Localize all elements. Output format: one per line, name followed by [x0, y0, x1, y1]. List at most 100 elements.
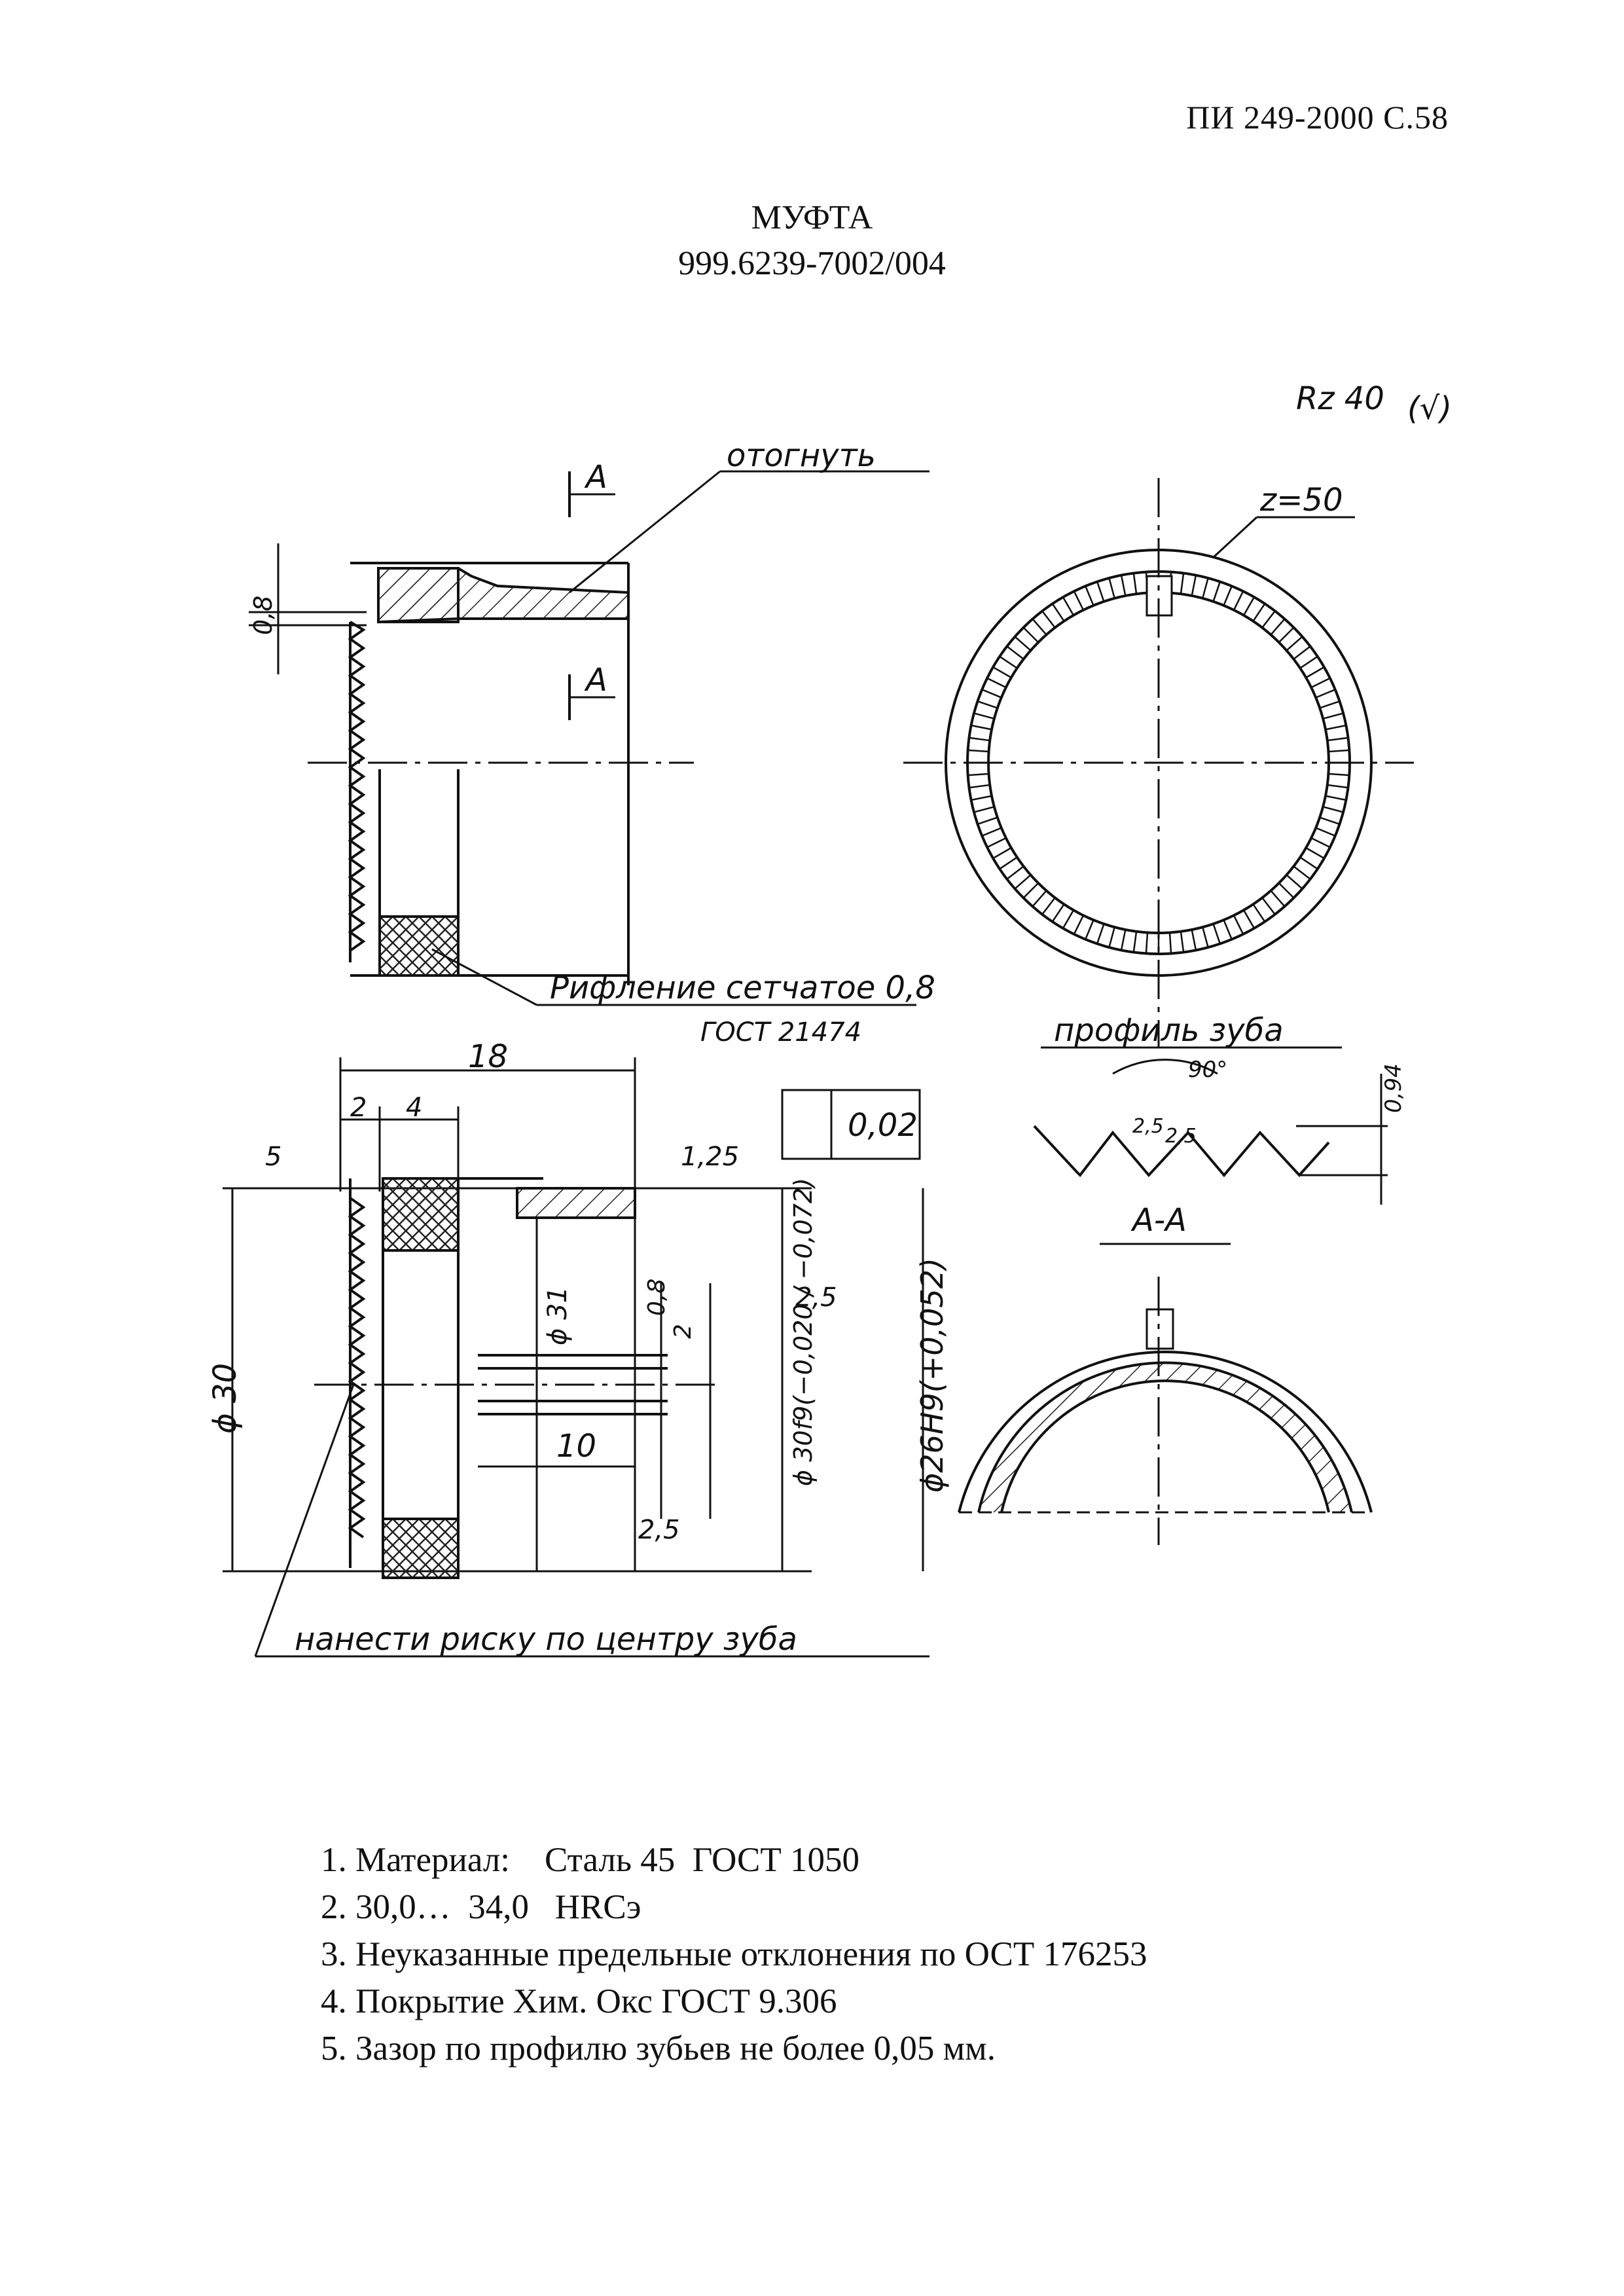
ring-tooth-line [1315, 827, 1336, 837]
teeth-count: z=50 [1259, 482, 1343, 519]
label-knurl: Рифление сетчатое 0,8 [550, 970, 935, 1006]
ring-tooth-line [1120, 575, 1127, 596]
dim-phi-31: ϕ 31 [543, 1286, 573, 1345]
ring-tooth-line [1261, 610, 1276, 629]
part-title: МУФТА [751, 199, 873, 236]
ring-tooth-line [1305, 847, 1325, 860]
dim-phi-30-f9: ϕ 30f9(−0,020 / −0,072) [789, 1178, 818, 1486]
ring-tooth-line [1062, 909, 1075, 929]
ring-tooth-line [1191, 929, 1197, 951]
ring-tooth-line [1252, 903, 1266, 922]
ring-tooth-line [1096, 581, 1105, 602]
ring-tooth-line [973, 806, 995, 813]
note-2: 2. 30,0… 34,0 HRCэ [321, 1888, 641, 1926]
side-view-top [249, 470, 929, 1006]
ring-tooth-line [1073, 915, 1085, 935]
ring-tooth-line [992, 847, 1012, 860]
note-4: 4. Покрытие Хим. Окс ГОСТ 9.306 [321, 1982, 837, 2020]
ring-tooth-line [1319, 700, 1340, 709]
ring-tooth-line [967, 773, 989, 776]
ring-tooth-line [971, 724, 992, 731]
ring-tooth-line [1328, 749, 1350, 753]
ring-view [903, 478, 1414, 1048]
ring-tooth-line [1132, 573, 1138, 594]
ring-tooth-line [1120, 929, 1127, 951]
section-a-a [958, 1243, 1373, 1545]
ring-tooth-line [1212, 581, 1221, 602]
ring-tooth-line [1212, 923, 1221, 944]
dim-2b: 2 [670, 1324, 696, 1339]
profile-r1: 2,5 [1132, 1115, 1164, 1138]
document-number: ПИ 249-2000 С.58 [1186, 99, 1449, 136]
ring-tooth-line [1233, 915, 1244, 935]
ring-tooth-line [1006, 866, 1024, 880]
ring-tooth-line [1051, 903, 1065, 922]
ring-tooth-line [1252, 603, 1266, 622]
ring-tooth-line [1286, 636, 1303, 651]
ring-tooth-line [1022, 627, 1039, 644]
ring-tooth-line [1325, 724, 1346, 731]
tolerance-value: 0,02 [848, 1107, 918, 1144]
section-view [223, 1057, 929, 1658]
ring-tooth-line [1293, 646, 1311, 660]
ring-tooth-line [986, 837, 1007, 848]
ring-tooth-line [1270, 618, 1286, 636]
roughness-mark: Rz 40 [1296, 380, 1384, 417]
ring-tooth-line [999, 856, 1018, 870]
ring-tooth-line [971, 795, 992, 801]
label-mark-tooth-center: нанести риску по центру зуба [295, 1621, 797, 1658]
label-knurl-gost: ГОСТ 21474 [700, 1017, 861, 1048]
ring-tooth-line [986, 677, 1007, 689]
ring-tooth-line [1327, 784, 1348, 789]
dim-4: 4 [406, 1093, 422, 1123]
ring-tooth-line [1327, 737, 1348, 742]
label-bend: отогнуть [727, 437, 876, 474]
roughness-paren: (√) [1407, 390, 1452, 427]
roughness-2-5b: 2,5 [638, 1515, 680, 1545]
ring-tooth-line [1261, 897, 1276, 915]
ring-tooth-line [1233, 591, 1244, 611]
roughness-1-25: 1,25 [681, 1142, 739, 1172]
note-5: 5. Зазор по профилю зубьев не более 0,05… [321, 2030, 996, 2068]
note-3: 3. Неуказанные предельные отклонения по … [321, 1935, 1147, 1973]
ring-tooth-line [1242, 909, 1255, 929]
dim-phi-26-h9: ϕ26H9(+0,052) [914, 1258, 950, 1493]
ring-tooth-line [1242, 596, 1255, 616]
note-1: 1. Материал: Сталь 45 ГОСТ 1050 [321, 1841, 860, 1879]
ring-tooth-line [1286, 874, 1303, 890]
ring-tooth-line [973, 712, 995, 720]
ring-tooth-line [969, 737, 990, 742]
ring-tooth-line [1325, 795, 1346, 801]
ring-tooth-line [1322, 806, 1344, 813]
ring-tooth-line [1328, 773, 1350, 776]
ring-tooth-line [1168, 932, 1172, 954]
part-code: 999.6239-7002/004 [678, 245, 946, 282]
profile-angle: 90° [1188, 1057, 1227, 1083]
ring-tooth-line [1223, 919, 1233, 940]
ring-tooth-line [1310, 677, 1331, 689]
ring-tooth-line [1006, 646, 1024, 660]
ring-tooth-line [1014, 874, 1032, 890]
ring-tooth-line [1085, 919, 1094, 940]
dim-thickness: 0,8 [249, 596, 278, 635]
ring-tooth-line [1032, 618, 1047, 636]
ring-tooth-line [1191, 575, 1197, 596]
ring-tooth-line [1051, 603, 1065, 622]
ring-tooth-line [1062, 596, 1075, 616]
ring-tooth-line [977, 700, 998, 709]
ring-tooth-line [1305, 666, 1325, 679]
tooth-profile [1033, 1046, 1388, 1205]
ring-tooth-line [1315, 689, 1336, 699]
ring-tooth-line [1299, 856, 1318, 870]
label-tooth-profile: профиль зуба [1054, 1012, 1284, 1049]
ring-tooth-line [1299, 655, 1318, 669]
ring-tooth-line [1108, 577, 1115, 599]
ring-tooth-line [981, 689, 1002, 699]
ring-tooth-line [1108, 926, 1115, 948]
technical-notes: 1. Материал: Сталь 45 ГОСТ 1050 2. 30,0…… [321, 1836, 1147, 2072]
ring-tooth-line [992, 666, 1012, 679]
ring-tooth-line [1319, 816, 1340, 826]
dim-phi-30: ϕ 30 [207, 1363, 244, 1434]
ring-tooth-line [977, 816, 998, 826]
